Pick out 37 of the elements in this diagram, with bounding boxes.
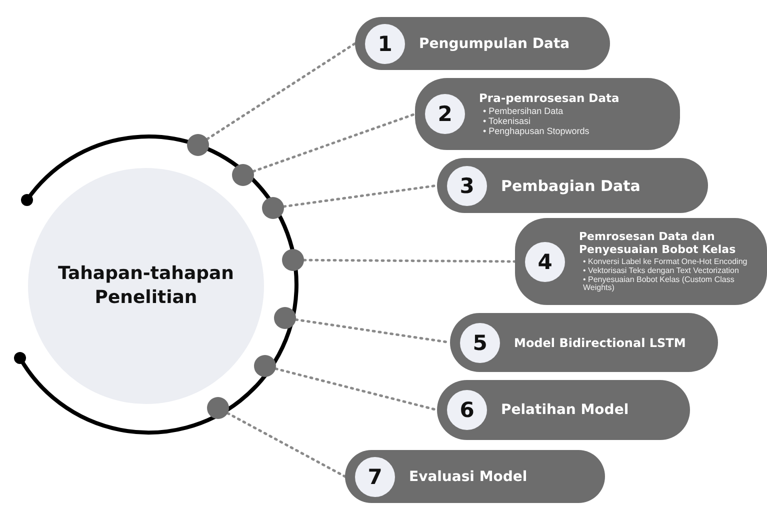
bullet-item: • Pembersihan Data <box>483 107 564 118</box>
step-title: Pemrosesan Data dan Penyesuaian Bobot Kelas <box>579 230 737 256</box>
bullet-item: • Penyesuaian Bobot Kelas (Custom Class Weights) <box>583 276 736 294</box>
step-number: 4 <box>525 242 565 282</box>
connector-dot <box>232 164 254 186</box>
step-number: 3 <box>447 166 487 206</box>
step-number: 7 <box>355 456 395 496</box>
bullet-item: • Penghapusan Stopwords <box>483 126 590 137</box>
step-number: 5 <box>460 322 500 362</box>
step-number: 2 <box>425 94 465 134</box>
dotted-connector <box>252 112 416 173</box>
step-number: 1 <box>365 24 405 64</box>
step-card <box>415 78 680 150</box>
step-title: Pelatihan Model <box>501 402 629 418</box>
connector-dot <box>207 397 229 419</box>
step-title: Pengumpulan Data <box>419 36 570 52</box>
dotted-connector <box>226 412 346 478</box>
step-card <box>515 218 767 305</box>
step-title: Pembagian Data <box>501 176 640 194</box>
connector-dot <box>282 249 304 271</box>
dotted-connector <box>206 42 356 140</box>
bullet-item: • Konversi Label ke Format One-Hot Encoding <box>583 258 748 267</box>
center-title: Tahapan-tahapan Penelitian <box>57 262 235 310</box>
connector-dot <box>274 307 296 329</box>
step-number: 6 <box>447 390 487 430</box>
dotted-connector <box>274 367 438 412</box>
step-title: Pra-pemrosesan Data <box>479 91 620 106</box>
step-title: Model Bidirectional LSTM <box>514 336 686 350</box>
connector-dot <box>254 355 276 377</box>
step-title: Evaluasi Model <box>409 468 528 484</box>
bullet-item: • Tokenisasi <box>483 117 532 127</box>
step-card <box>345 450 605 503</box>
connector-dot <box>262 197 284 219</box>
connector-dot <box>187 134 209 156</box>
dotted-connector <box>302 258 516 263</box>
step-card <box>355 17 610 70</box>
bullet-item: • Vektorisasi Teks dengan Text Vectorization <box>583 266 739 276</box>
